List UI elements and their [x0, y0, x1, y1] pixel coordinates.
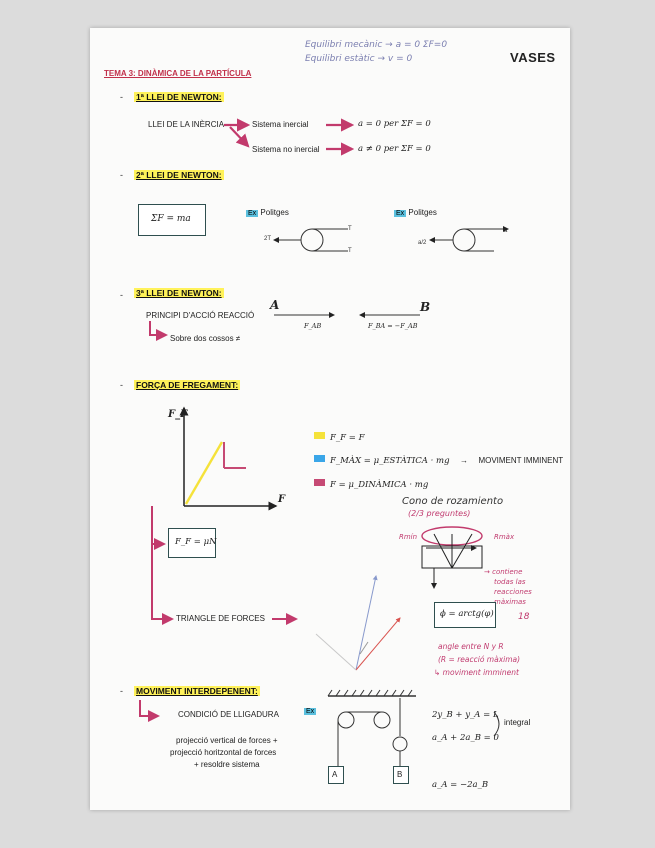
legend-label-3: F = μ_DINÀMICA · mg [330, 480, 429, 490]
friction-axis-y: F_F [168, 409, 188, 420]
diagram-layer [139, 118, 509, 766]
header-note-1: Equilibri mecànic → a = 0 ΣF=0 [305, 40, 448, 50]
topic-title: TEMA 3: DINÀMICA DE LA PARTÍCULA [104, 69, 252, 78]
bullet: - [120, 170, 123, 180]
notes-page: Equilibri mecànic → a = 0 ΣF=0 Equilibri… [90, 28, 570, 810]
friction-formula: F_F = μN [175, 537, 217, 547]
newton3-title: 3ª LLEI DE NEWTON: [134, 288, 224, 298]
newton2-formula-box: ΣF = ma [138, 204, 206, 236]
pulley2-a-half: a/2 [418, 240, 427, 246]
pulley1-2T: 2T [264, 236, 272, 242]
angle-note-3: ↳ moviment imminent [434, 668, 519, 677]
legend-item-2: F_MÀX = μ_ESTÀTICA · mg → MOVIMENT IMMIN… [314, 450, 563, 468]
header-note-2: Equilibri estàtic → v = 0 [305, 54, 413, 64]
ex-badge: Ex [394, 210, 407, 217]
triangle-of-forces-label: TRIANGLE DE FORCES [176, 614, 265, 623]
legend-item-3: F = μ_DINÀMICA · mg [314, 474, 428, 492]
interdep-setup [139, 689, 500, 766]
ex-badge: Ex [304, 708, 317, 715]
projection-line-3: + resoldre sistema [194, 760, 260, 769]
newton1-label: LLEI DE LA INÈRCIA [148, 120, 225, 129]
block-B: B [393, 766, 409, 784]
legend-result: MOVIMENT IMMINENT [478, 456, 564, 465]
cone-subtitle: (2/3 preguntes) [408, 509, 471, 518]
constraint-eq-3: a_A = −2a_B [432, 780, 489, 790]
noninertial-equation: a ≠ 0 per ΣF = 0 [358, 144, 431, 154]
pulley-1 [273, 228, 348, 252]
cone-note-1: → contiene [484, 568, 523, 576]
cone-rmin: Rmín [399, 533, 418, 541]
example-2: Ex Politges [394, 208, 437, 217]
cone-note-3: reacciones [494, 588, 532, 596]
force-BA-label: F_BA = −F_AB [368, 322, 418, 330]
noninertial-system-label: Sistema no inercial [252, 145, 320, 154]
projection-line-1: projecció vertical de forces + [176, 736, 278, 745]
example-1-label: Politges [260, 208, 289, 217]
example-2-label: Politges [408, 208, 437, 217]
body-B-label: B [420, 300, 431, 314]
legend-swatch-pink [314, 479, 325, 487]
inertial-system-label: Sistema inercial [252, 120, 309, 129]
pulley1-T-top: T [348, 226, 352, 232]
pulley1-T-bottom: T [348, 248, 352, 254]
angle-note-2: (R = reacció màxima) [438, 655, 521, 664]
cone-note-4: màximas [494, 598, 526, 606]
interdep-title: MOVIMENT INTERDEPENENT: [134, 686, 260, 696]
newton2-title: 2ª LLEI DE NEWTON: [134, 170, 224, 180]
bullet: - [120, 686, 123, 696]
projection-line-2: projecció horitzontal de forces [170, 748, 277, 757]
angle-note-1: angle entre N y R [438, 642, 504, 651]
friction-formula-box: F_F = μN [168, 528, 217, 558]
vases-logo: VASES [510, 50, 556, 65]
triangle-of-forces-sketch [315, 575, 401, 671]
friction-title: FORÇA DE FREGAMENT: [134, 380, 241, 390]
friction-branch-arrows [151, 506, 298, 625]
arrow-noninertial [229, 126, 250, 148]
pulley-2-wheel [452, 228, 476, 252]
force-AB-label: F_AB [304, 322, 322, 330]
legend-arrow: → [459, 456, 468, 465]
legend-swatch-blue [314, 455, 325, 463]
block-A: A [328, 766, 344, 784]
legend-label-2: F_MÀX = μ_ESTÀTICA · mg [330, 456, 450, 466]
friction-graph [179, 406, 278, 511]
block-A-label: A [332, 770, 338, 779]
newton3-arrows [149, 321, 168, 341]
newton1-pink-arrows [224, 118, 355, 156]
inertial-equation: a = 0 per ΣF = 0 [358, 119, 431, 129]
newton2-formula: ΣF = ma [151, 214, 191, 224]
cone-title: Cono de rozamiento [402, 496, 504, 507]
friction-axis-x: F [278, 494, 286, 505]
legend-label-1: F_F = F [330, 433, 365, 443]
bullet: - [120, 290, 123, 300]
pulley-2 [429, 226, 509, 252]
legend-swatch-yellow [314, 432, 325, 440]
newton1-title: 1ª LLEI DE NEWTON: [134, 92, 224, 102]
example-1: Ex Politges [246, 208, 289, 217]
body-A-label: A [270, 298, 280, 312]
block-B-label: B [397, 770, 403, 779]
action-reaction-principle: PRINCIPI D'ACCIÓ REACCIÓ [146, 311, 255, 320]
bullet: - [120, 380, 123, 390]
constraint-eq-1: 2y_B + y_A = L [432, 710, 499, 720]
cone-rmax: Rmàx [494, 533, 515, 541]
phi-number: 18 [518, 612, 530, 622]
constraint-eq-2: a_A + 2a_B = 0 [432, 733, 499, 743]
pulley-1-wheel [300, 228, 324, 252]
cone-note-2: todas las [494, 578, 526, 586]
phi-formula: ϕ = arctg(φ) [440, 609, 494, 619]
two-bodies-label: Sobre dos cossos ≠ [170, 334, 241, 343]
phi-formula-box: ϕ = arctg(φ) [434, 602, 496, 628]
constraint-condition: CONDICIÓ DE LLIGADURA [178, 710, 279, 719]
legend-item-1: F_F = F [314, 427, 364, 445]
bullet: - [120, 92, 123, 102]
friction-cone-sketch [421, 526, 483, 589]
ex-badge: Ex [246, 210, 259, 217]
integral-label: integral [504, 718, 531, 727]
